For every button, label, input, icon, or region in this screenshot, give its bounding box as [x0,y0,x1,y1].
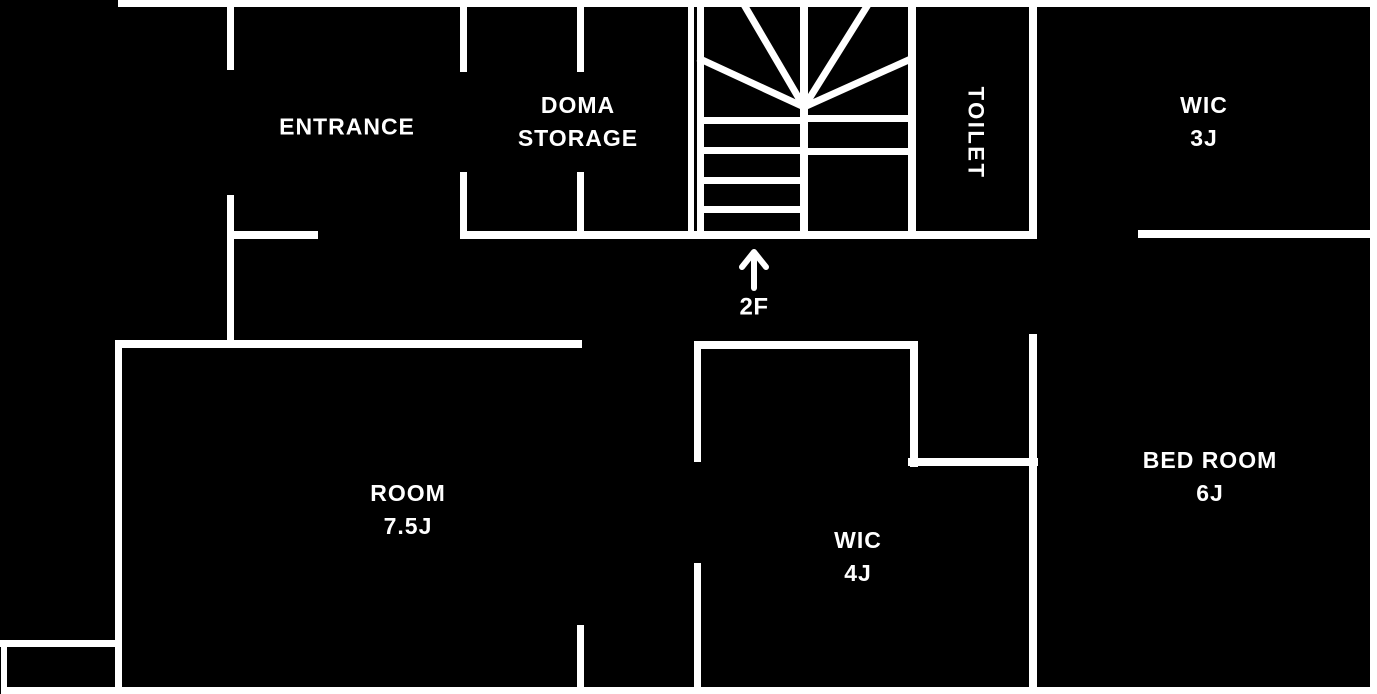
stair-step [700,117,805,124]
doma-left-wall-upper [460,2,467,72]
stair-step [700,177,805,184]
room-divider-stub [577,625,584,694]
wic4-top-wall [694,341,918,349]
wic4-right-wall [910,341,918,467]
staircase [696,1,915,239]
entrance-left-wall-lower [227,195,234,345]
room-top-wall [115,340,582,348]
room-name-line1: WIC [834,527,882,553]
room-size-line2: 3J [1190,125,1218,151]
room-label-bedroom-6j: BED ROOM 6J [1143,444,1278,510]
bedroom-left-wall [1029,334,1037,694]
stair-step [803,115,913,122]
wic3-bottom-wall [1138,230,1374,238]
stair-step [803,148,913,155]
toilet-right-wall [1029,2,1037,238]
room-name-line1: DOMA [540,92,616,118]
doma-right-wall-upper [577,2,584,72]
up-arrow-icon [739,249,769,291]
room-label-doma-storage: DOMA STORAGE [518,89,638,155]
floor-indicator-2f: 2F [739,291,768,324]
stair-step [700,206,805,213]
hall-top-wall [462,231,1037,239]
stair-steps [697,2,913,239]
stair-winder-fan [696,1,915,111]
room-name: ENTRANCE [279,113,415,140]
room-size-line2: 6J [1196,480,1224,506]
fan-spoke [801,1,872,109]
entrance-bottom-wall [227,231,318,239]
floor-indicator-text: 2F [739,293,769,321]
bedroom-step-wall [908,458,1038,466]
fan-spoke [802,54,915,111]
room-label-room-75j: ROOM 7.5J [370,477,446,543]
room-left-wall [115,340,122,694]
room-label-wic-4j: WIC 4J [834,524,882,590]
room-name: TOILET [963,86,989,180]
room-size-line2: 4J [844,560,872,586]
right-wall [1370,4,1377,694]
porch-left-wall [1,640,7,694]
room-name-line1: ROOM [370,480,446,506]
top-wall [118,0,1377,7]
room-name-line1: WIC [1180,92,1228,118]
room-label-wic-3j: WIC 3J [1180,89,1228,155]
porch-top-wall [0,640,117,647]
arrow-head [739,249,769,270]
doma-left-wall-lower [460,172,467,239]
wic4-left-wall-lower [694,563,701,694]
stair-step [700,147,805,154]
room-size-line2: 7.5J [383,513,433,539]
room-label-entrance: ENTRANCE [279,111,415,144]
room-name-line2: STORAGE [517,125,639,151]
entrance-left-wall-upper [227,0,234,70]
doma-right-wall-lower [577,172,584,239]
wic4-left-wall-upper [694,341,701,462]
fan-spoke [739,1,808,109]
stair-left-wall [688,2,694,239]
room-label-toilet: TOILET [960,87,993,180]
bottom-wall [2,687,1377,694]
fan-spoke [696,54,806,111]
room-name-line1: BED ROOM [1142,447,1278,473]
